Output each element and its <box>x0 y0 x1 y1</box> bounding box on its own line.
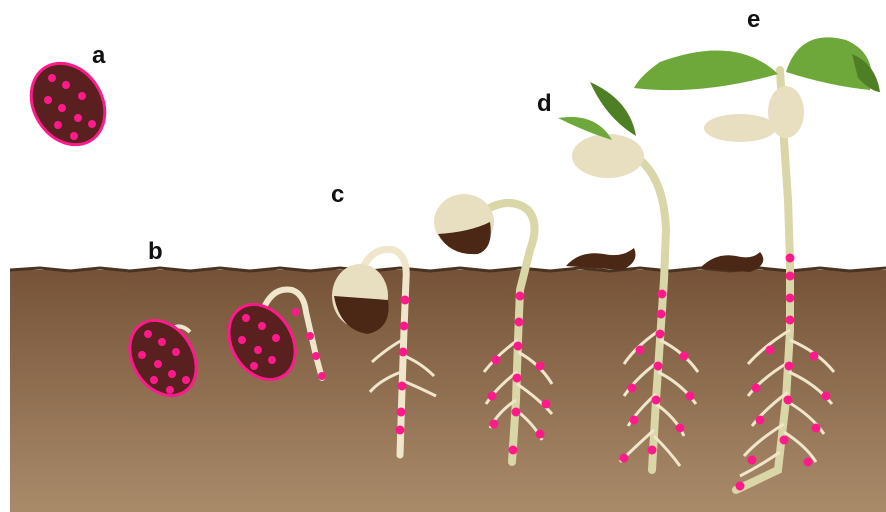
pink-dot-marker <box>292 308 300 316</box>
pink-dot-marker <box>78 92 86 100</box>
pink-dot-marker <box>656 330 665 339</box>
pink-dot-marker <box>490 420 499 429</box>
pink-dot-marker <box>752 384 761 393</box>
pink-dot-marker <box>680 352 689 361</box>
pink-dot-marker <box>786 316 795 325</box>
pink-dot-marker <box>272 334 280 342</box>
pink-dot-marker <box>766 346 775 355</box>
pink-dot-marker <box>784 396 793 405</box>
pink-dot-marker <box>158 338 166 346</box>
pink-dot-marker <box>48 74 56 82</box>
stage-label-a: a <box>92 44 105 68</box>
pink-dot-marker <box>250 362 258 370</box>
pink-dot-marker <box>515 318 524 327</box>
pink-dot-marker <box>238 336 246 344</box>
pink-dot-marker <box>516 292 525 301</box>
pink-dot-marker <box>318 372 326 380</box>
pink-dot-marker <box>786 294 795 303</box>
pink-dot-marker <box>810 352 819 361</box>
pink-dot-marker <box>166 386 174 394</box>
pink-dot-marker <box>306 332 314 340</box>
pink-dot-marker <box>154 360 162 368</box>
pink-dot-marker <box>62 81 70 89</box>
stage-label-b: b <box>148 240 163 264</box>
pink-dot-marker <box>150 376 158 384</box>
pink-dot-marker <box>258 322 266 330</box>
pink-dot-marker <box>44 96 52 104</box>
pink-dot-marker <box>58 104 66 112</box>
pink-dot-marker <box>399 348 408 357</box>
pink-dot-marker <box>648 446 657 455</box>
pink-dot-marker <box>514 342 523 351</box>
pink-dot-marker <box>780 436 789 445</box>
pink-dot-marker <box>182 376 190 384</box>
pink-dot-marker <box>658 290 667 299</box>
pink-dot-marker <box>636 346 645 355</box>
leaf-icon <box>558 117 612 140</box>
pink-dot-marker <box>630 416 639 425</box>
pink-dot-marker <box>492 356 501 365</box>
pink-dot-marker <box>242 314 250 322</box>
cotyledon-icon <box>768 86 804 138</box>
pink-dot-marker <box>144 330 152 338</box>
pink-dot-marker <box>812 424 821 433</box>
pink-dot-marker <box>652 396 661 405</box>
pink-dot-marker <box>628 384 637 393</box>
pink-dot-marker <box>398 382 407 391</box>
pink-dot-marker <box>676 424 685 433</box>
pink-dot-marker <box>138 351 146 359</box>
leaf-icon <box>634 50 778 90</box>
cotyledon-icon <box>704 114 776 142</box>
pink-dot-marker <box>70 132 78 140</box>
pink-dot-marker <box>654 362 663 371</box>
seed-coat-remnant <box>566 248 636 270</box>
pink-dot-marker <box>748 456 757 465</box>
pink-dot-marker <box>786 272 795 281</box>
pink-dot-marker <box>736 482 745 491</box>
pink-dot-marker <box>657 310 666 319</box>
pink-dot-marker <box>401 296 410 305</box>
stage-label-d: d <box>537 92 552 116</box>
cotyledon-icon <box>572 134 644 178</box>
pink-dot-marker <box>822 392 831 401</box>
pink-dot-marker <box>620 454 629 463</box>
pink-dot-marker <box>74 114 82 122</box>
pink-dot-marker <box>785 362 794 371</box>
pink-dot-marker <box>172 348 180 356</box>
stage-label-c: c <box>331 183 344 207</box>
pink-dot-marker <box>686 392 695 401</box>
pink-dot-marker <box>54 121 62 129</box>
pink-dot-marker <box>542 400 551 409</box>
pink-dot-marker <box>400 322 409 331</box>
pink-dot-marker <box>513 374 522 383</box>
pink-dot-marker <box>397 408 406 417</box>
pink-dot-marker <box>254 346 262 354</box>
stage-label-e: e <box>747 8 760 32</box>
pink-dot-marker <box>536 362 545 371</box>
pink-dot-marker <box>88 120 96 128</box>
pink-dot-marker <box>756 416 765 425</box>
pink-dot-marker <box>786 254 795 263</box>
pink-dot-marker <box>268 356 276 364</box>
pink-dot-marker <box>804 458 813 467</box>
pink-dot-marker <box>536 430 545 439</box>
pink-dot-marker <box>509 446 518 455</box>
pink-dot-marker <box>168 370 176 378</box>
pink-dot-marker <box>488 392 497 401</box>
pink-dot-marker <box>512 408 521 417</box>
pink-dot-marker <box>396 426 405 435</box>
pink-dot-marker <box>312 352 320 360</box>
